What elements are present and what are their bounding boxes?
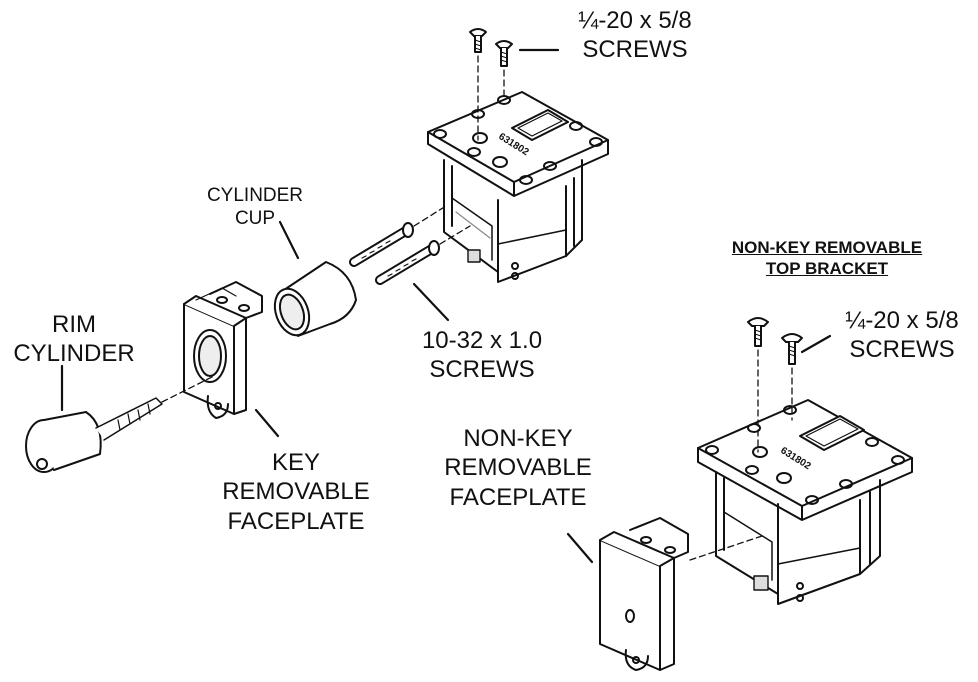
rim-cylinder: [25, 364, 215, 473]
cylinder-cup: [273, 220, 357, 337]
ten-32-screws: [349, 205, 471, 322]
key-removable-faceplate: [183, 281, 280, 438]
nonkey-removable-faceplate: [566, 517, 763, 671]
top-bracket-right: [697, 399, 913, 605]
top-bracket-left: [427, 91, 609, 283]
top-screws-left: [469, 28, 560, 141]
right-screws: [747, 317, 832, 453]
